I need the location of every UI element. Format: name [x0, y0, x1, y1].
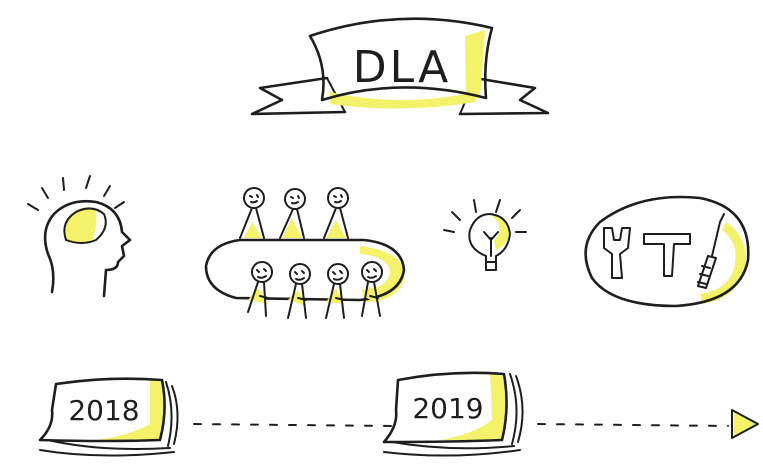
tools-icon [584, 195, 750, 308]
milestone-label: 2019 [412, 392, 483, 425]
banner: DLA [250, 17, 550, 116]
banner-title: DLA [353, 42, 452, 93]
milestone-2019: 2019 [382, 371, 524, 457]
lightbulb-icon [443, 199, 527, 271]
timeline: 2018 2019 [38, 371, 759, 457]
timeline-dashes [193, 423, 393, 427]
arrowhead-icon [731, 409, 759, 439]
timeline-dashes [537, 423, 729, 427]
thinking-head-icon [27, 175, 132, 298]
milestone-2018: 2018 [38, 377, 179, 457]
milestone-label: 2018 [68, 394, 139, 427]
team-meeting-table-icon [204, 187, 406, 319]
